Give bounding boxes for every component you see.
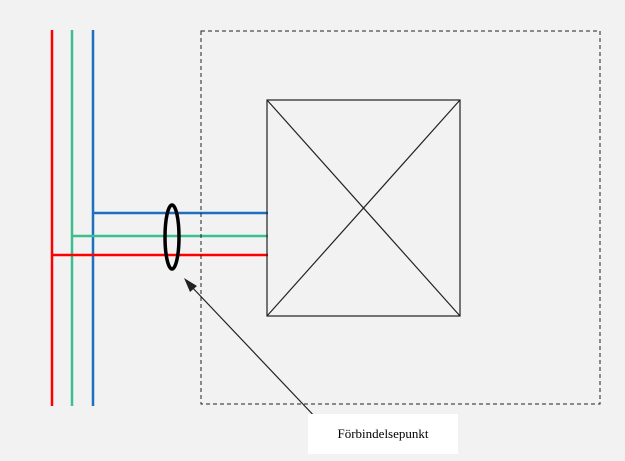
pointer-arrow-line [189, 284, 319, 421]
connection-point-ellipse [163, 203, 181, 271]
crossed-box [266, 99, 461, 317]
crossed-box-diagonal-2 [266, 99, 461, 317]
dashed-boundary [200, 30, 601, 405]
connection-point-label-box: Förbindelsepunkt [308, 414, 458, 454]
pointer-arrowhead [184, 278, 197, 292]
connection-point-label: Förbindelsepunkt [337, 426, 429, 441]
